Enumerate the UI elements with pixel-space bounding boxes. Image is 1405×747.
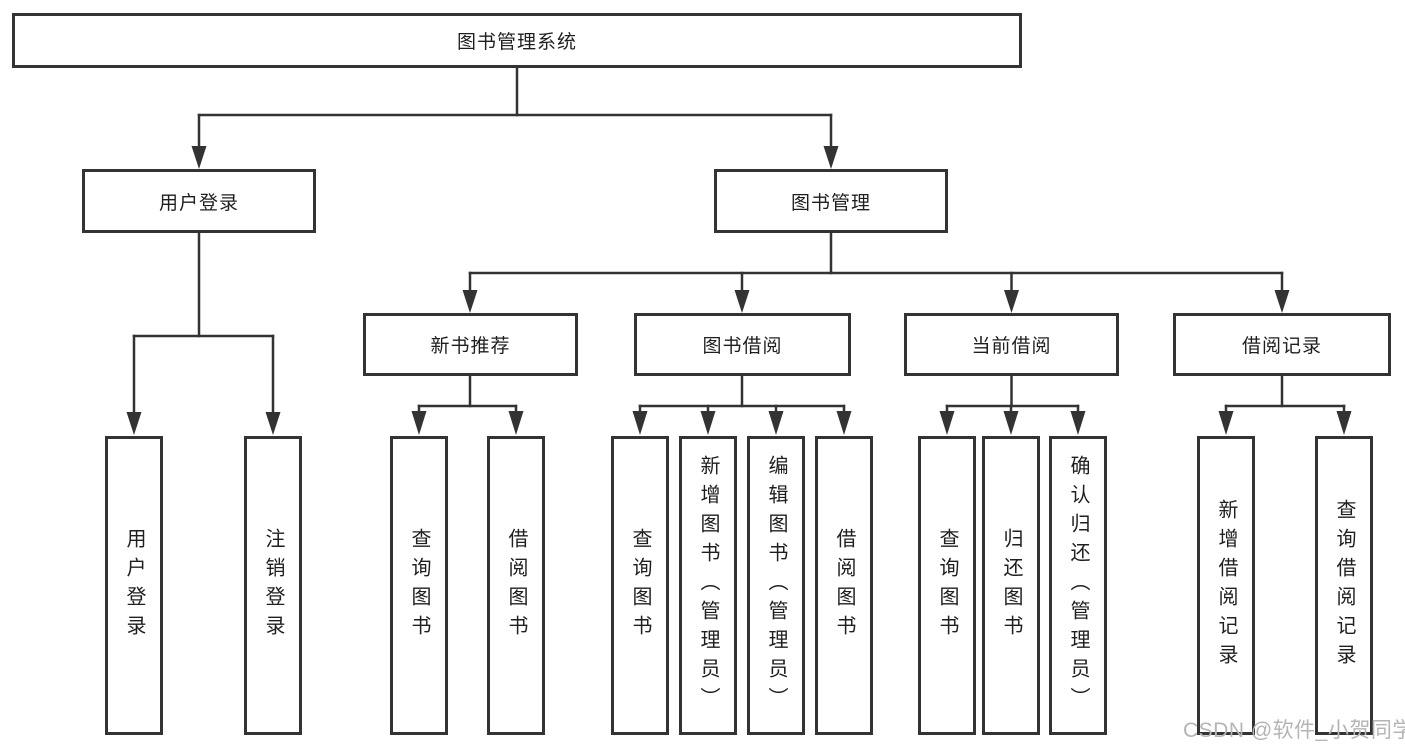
leaf-borrow-books-recommend-label: 借阅图书	[505, 527, 527, 644]
node-book-borrow-label: 图书借阅	[702, 336, 783, 357]
node-current-borrow-label: 当前借阅	[971, 336, 1052, 357]
node-new-book-recommend-label: 新书推荐	[430, 336, 511, 357]
leaf-return-book: 归还图书	[982, 436, 1040, 735]
connector-book-borrow-to-leaves	[632, 373, 852, 435]
node-book-borrow: 图书借阅	[634, 313, 851, 376]
node-borrow-records: 借阅记录	[1173, 313, 1391, 376]
node-user-login: 用户登录	[82, 169, 316, 233]
leaf-edit-book-admin: 编辑图书（管理员）	[747, 436, 805, 735]
leaf-user-login: 用户登录	[105, 436, 163, 735]
leaf-edit-book-admin-label: 编辑图书（管理员）	[765, 455, 787, 716]
leaf-add-book-admin-label: 新增图书（管理员）	[697, 455, 719, 716]
leaf-user-login-label: 用户登录	[123, 527, 145, 644]
leaf-query-books-current-label: 查询图书	[936, 527, 958, 644]
leaf-confirm-return-admin-label: 确认归还（管理员）	[1067, 455, 1089, 716]
connector-new-book-recommend-to-leaves	[411, 373, 524, 435]
node-root-label: 图书管理系统	[456, 32, 577, 53]
leaf-add-borrow-record-label: 新增借阅记录	[1215, 498, 1237, 673]
leaf-query-books-recommend: 查询图书	[390, 436, 448, 735]
node-borrow-records-label: 借阅记录	[1241, 336, 1322, 357]
leaf-query-borrow-record: 查询借阅记录	[1315, 436, 1373, 735]
watermark-text: CSDN @软件_小贺同学	[1183, 719, 1405, 742]
node-new-book-recommend: 新书推荐	[363, 313, 578, 376]
leaf-query-books-current: 查询图书	[918, 436, 976, 735]
leaf-query-books-borrow-label: 查询图书	[629, 527, 651, 644]
node-current-borrow: 当前借阅	[904, 313, 1119, 376]
connector-borrow-records-to-leaves	[1218, 373, 1352, 435]
leaf-add-borrow-record: 新增借阅记录	[1197, 436, 1255, 735]
node-book-management-label: 图书管理	[790, 192, 871, 214]
node-root: 图书管理系统	[12, 13, 1022, 68]
node-user-login-label: 用户登录	[158, 192, 239, 214]
leaf-borrow-books: 借阅图书	[815, 436, 873, 735]
leaf-confirm-return-admin: 确认归还（管理员）	[1049, 436, 1107, 735]
leaf-borrow-books-label: 借阅图书	[833, 527, 855, 644]
leaf-return-book-label: 归还图书	[1000, 527, 1022, 644]
leaf-query-books-recommend-label: 查询图书	[408, 527, 430, 644]
node-book-management: 图书管理	[714, 169, 948, 233]
leaf-query-books-borrow: 查询图书	[611, 436, 669, 735]
connector-book-management-to-level3	[462, 230, 1290, 313]
leaf-logout-label: 注销登录	[262, 527, 284, 644]
connector-current-borrow-to-leaves	[939, 373, 1086, 435]
connector-root-to-level2	[191, 64, 839, 169]
connector-user-login-to-leaves	[126, 230, 281, 435]
leaf-add-book-admin: 新增图书（管理员）	[679, 436, 737, 735]
leaf-borrow-books-recommend: 借阅图书	[487, 436, 545, 735]
leaf-logout: 注销登录	[244, 436, 302, 735]
leaf-query-borrow-record-label: 查询借阅记录	[1333, 498, 1355, 673]
